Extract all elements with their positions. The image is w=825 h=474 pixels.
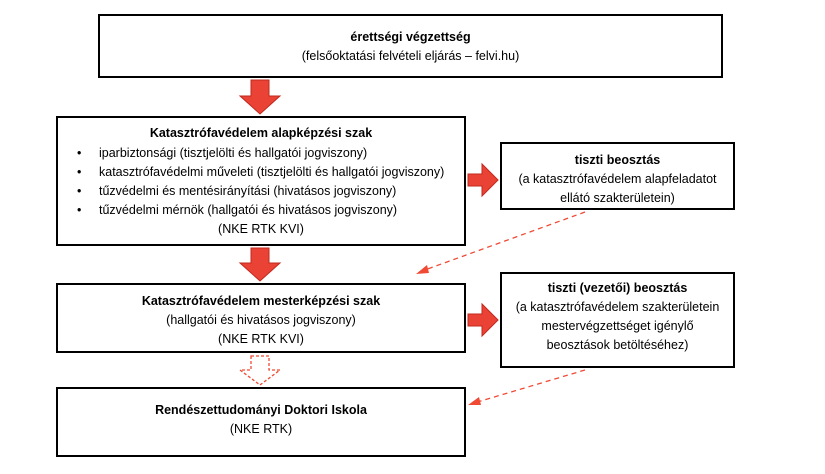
- arrow-entry-to-bachelor: [238, 79, 282, 115]
- list-item: •tűzvédelmi mérnök (hallgatói és hivatás…: [77, 203, 398, 217]
- officer-title: tiszti beosztás: [574, 153, 661, 167]
- list-item: •katasztrófavédelmi műveleti (tisztjelöl…: [77, 165, 445, 179]
- senior-officer-line: beosztások betöltéséhez): [546, 338, 689, 352]
- entry-subtitle: (felsőoktatási felvételi eljárás – felvi…: [301, 49, 520, 63]
- arrow-master-to-doctoral-dashed: [238, 355, 282, 386]
- doctoral-title: Rendészettudományi Doktori Iskola: [155, 403, 367, 417]
- senior-officer-line: mestervégzettséget igénylő: [541, 319, 694, 333]
- dashed-arrow-senior-officer-to-doctoral: [473, 369, 586, 404]
- arrow-bachelor-to-officer: [467, 162, 499, 198]
- master-line: (hallgatói és hivatásos jogviszony): [166, 313, 356, 327]
- officer-line: (a katasztrófavédelem alapfeladatot: [518, 172, 717, 186]
- arrow-master-to-senior-officer: [467, 302, 499, 338]
- bachelor-specializations-list: •iparbiztonsági (tisztjelölti és hallgat…: [58, 144, 464, 220]
- senior-officer-title: tiszti (vezetői) beosztás: [547, 281, 688, 295]
- officer-line: ellátó szakterületein): [560, 191, 675, 205]
- officer-position-box: tiszti beosztás (a katasztrófavédelem al…: [500, 142, 735, 210]
- master-institution: (NKE RTK KVI): [218, 332, 304, 346]
- list-item: •iparbiztonsági (tisztjelölti és hallgat…: [77, 146, 368, 160]
- entry-title: érettségi végzettség: [350, 30, 471, 44]
- master-program-box: Katasztrófavédelem mesterképzési szak (h…: [56, 283, 466, 353]
- list-item: •tűzvédelmi és mentésirányítási (hivatás…: [77, 184, 397, 198]
- arrow-bachelor-to-master: [238, 247, 282, 282]
- senior-officer-line: (a katasztrófavédelem szakterületein: [515, 300, 720, 314]
- entry-requirement-box: érettségi végzettség (felsőoktatási felv…: [98, 14, 723, 78]
- bachelor-institution: (NKE RTK KVI): [218, 222, 304, 236]
- doctoral-institution: (NKE RTK): [229, 422, 293, 436]
- doctoral-school-box: Rendészettudományi Doktori Iskola (NKE R…: [56, 387, 466, 457]
- bachelor-title: Katasztrófavédelem alapképzési szak: [149, 126, 373, 140]
- master-title: Katasztrófavédelem mesterképzési szak: [141, 294, 381, 308]
- bachelor-program-box: Katasztrófavédelem alapképzési szak •ipa…: [56, 116, 466, 246]
- senior-officer-position-box: tiszti (vezetői) beosztás (a katasztrófa…: [500, 272, 735, 368]
- dashed-arrow-officer-to-master: [421, 211, 586, 272]
